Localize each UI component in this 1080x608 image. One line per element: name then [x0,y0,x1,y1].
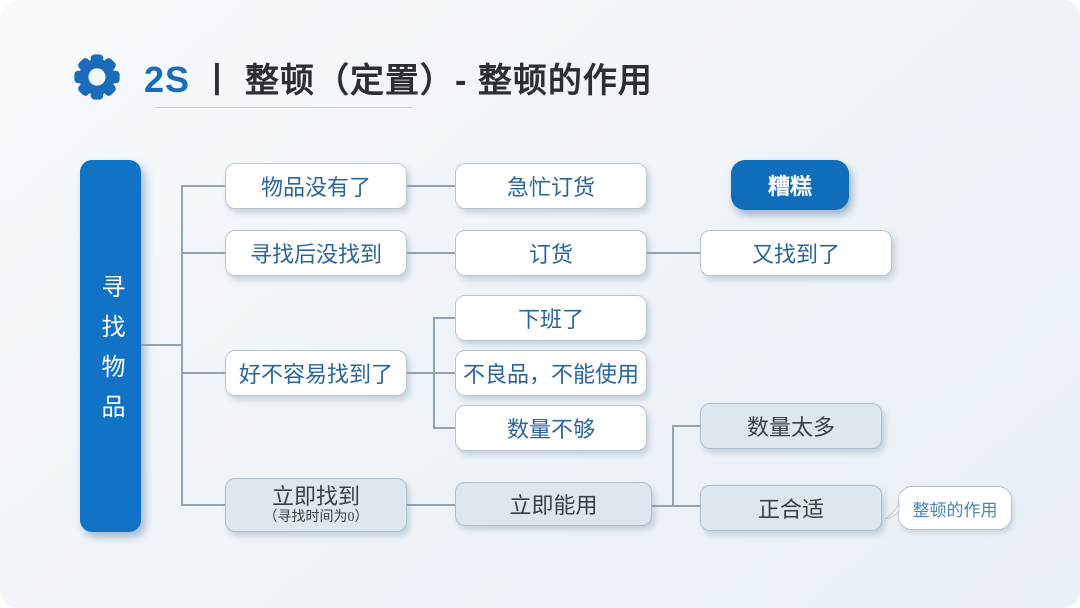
node-found-again: 又找到了 [700,230,892,276]
node-label: 急忙订货 [506,175,595,200]
connector-row1-stub [181,185,225,187]
connector-row4b [650,505,700,507]
connector-row1 [405,185,455,187]
connector-row2-stub [181,252,225,254]
connector-row4a [405,504,455,506]
node-defective: 不良品，不能使用 [455,350,647,396]
node-quantity-short: 数量不够 [455,405,647,451]
title-text: 整顿（定置）- 整顿的作用 [245,61,653,100]
connector-row2a [405,252,455,254]
connector-row3-stub [181,372,225,374]
connector-junction-vertical [672,425,674,506]
node-label: 寻找物品 [97,274,123,434]
connector-spine [181,185,183,504]
node-label: 立即找到 [271,484,360,510]
node-order: 订货 [455,230,647,276]
node-searching-items: 寻找物品 [80,160,141,532]
node-label: 数量不够 [506,417,595,442]
node-label: 寻找后没找到 [249,242,382,267]
node-rush-order: 急忙订货 [455,163,647,209]
node-label: 订货 [528,242,573,267]
node-label: 物品没有了 [260,175,371,200]
node-terrible-badge: 糟糕 [731,160,849,210]
connector-root-spine [141,344,181,346]
gear-icon [74,54,120,100]
node-finally-found: 好不容易找到了 [225,350,407,396]
node-label: 又找到了 [751,242,840,267]
node-label: 立即能用 [509,493,598,518]
title-separator: 丨 [200,61,236,100]
connector-junction-top [672,425,700,427]
node-search-not-found: 寻找后没找到 [225,230,407,276]
connector-row4-stub [181,504,225,506]
node-label: 不良品，不能使用 [462,362,639,387]
connector-branch-vertical [433,317,435,428]
node-just-right: 正合适 [700,485,882,531]
node-quantity-too-many: 数量太多 [700,403,882,449]
connector-branch-top [433,317,455,319]
node-label: 下班了 [517,307,584,332]
node-found-immediately: 立即找到 （寻找时间为0） [225,478,407,532]
node-label: 糟糕 [767,174,812,199]
node-sublabel: （寻找时间为0） [263,509,369,525]
node-label: 正合适 [757,497,824,522]
callout-label: 整顿的作用 [912,500,998,520]
node-usable-immediately: 立即能用 [455,482,652,526]
node-items-gone: 物品没有了 [225,163,407,209]
callout-seiton-role: 整顿的作用 [884,486,1012,530]
connector-branch-bottom [433,427,455,429]
title-prefix: 2S [144,58,191,100]
node-label: 好不容易找到了 [238,362,393,387]
connector-row2b [645,252,700,254]
node-off-duty: 下班了 [455,295,647,341]
callout-tail-icon [884,503,900,520]
title-underline [155,107,412,108]
connector-row3 [405,372,455,374]
node-label: 数量太多 [746,415,835,440]
